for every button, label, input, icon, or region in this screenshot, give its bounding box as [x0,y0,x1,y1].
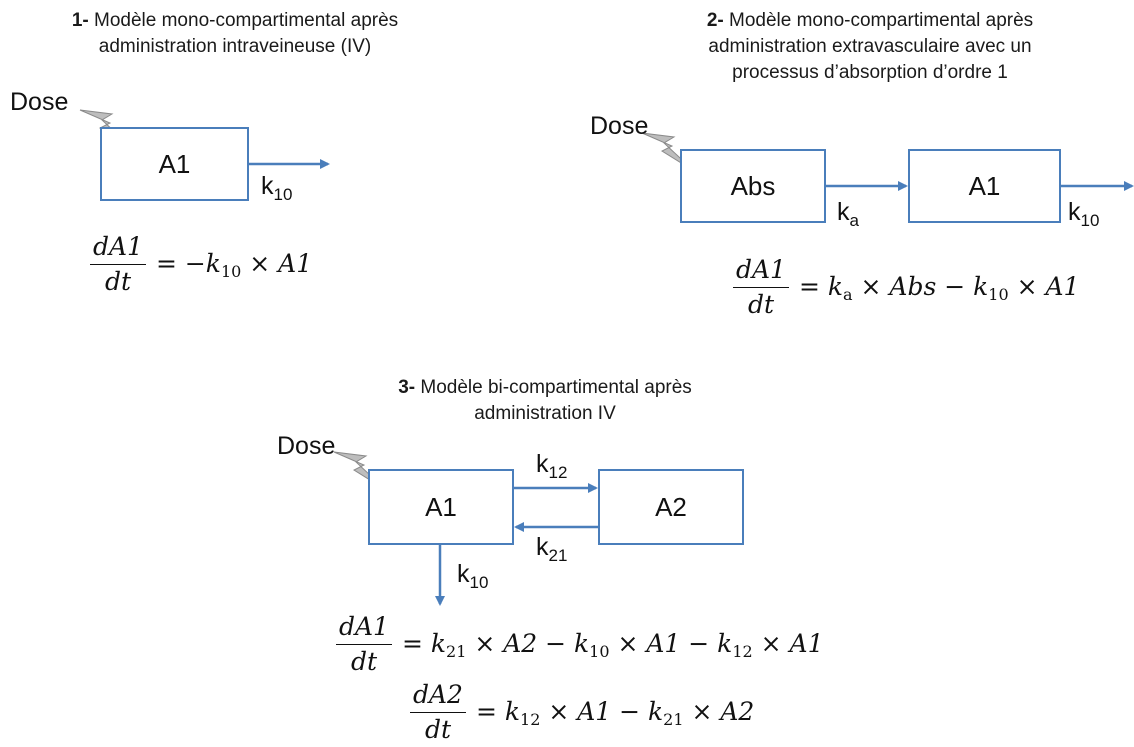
panel3-equation2: dA2 dt = k12 × A1 − k21 × A2 [410,680,754,745]
equation-fraction: dA1 dt [336,612,392,677]
dose-label: Dose [590,112,649,140]
dose-label: Dose [277,432,336,460]
panel1-title-number: 1- [71,10,89,31]
panel2-equation: dA1 dt = ka × Abs − k10 × A1 [733,255,1079,320]
compartment-abs: Abs [680,149,826,223]
compartment-a1: A1 [100,127,249,201]
panel2-title-line2: administration extravasculaire avec un [708,36,1032,57]
compartment-a2: A2 [598,469,744,545]
rate-k10: k10 [457,560,489,592]
rate-k12: k12 [536,450,568,482]
compartment-a1: A1 [908,149,1061,223]
equation-fraction: dA2 dt [410,680,466,745]
rate-k10: k10 [261,172,293,204]
panel2-title-line3: processus d’absorption d’ordre 1 [732,62,1008,83]
rate-ka: ka [837,198,859,230]
panel2-title-number: 2- [706,10,724,31]
panel3-title: 3- Modèle bi-compartimental après admini… [320,375,770,427]
panel3-title-line1: Modèle bi-compartimental après [415,377,692,398]
equation-rhs: = k12 × A1 − k21 × A2 [475,696,755,729]
equation-rhs: = −k10 × A1 [155,248,313,281]
equation-rhs: = k21 × A2 − k10 × A1 − k12 × A1 [401,628,824,661]
panel2-title: 2- Modèle mono-compartimental après admi… [620,8,1120,86]
panel3-equation1: dA1 dt = k21 × A2 − k10 × A1 − k12 × A1 [336,612,824,677]
panel3-title-line2: administration IV [474,403,616,424]
equation-fraction: dA1 dt [733,255,789,320]
dose-label: Dose [10,88,69,116]
compartment-a1: A1 [368,469,514,545]
equation-rhs: = ka × Abs − k10 × A1 [798,271,1080,304]
panel1-title: 1- Modèle mono-compartimental après admi… [0,8,470,60]
panel1-equation: dA1 dt = −k10 × A1 [90,232,312,297]
rate-k21: k21 [536,533,568,565]
panel1-title-line2: administration intraveineuse (IV) [98,36,372,57]
panel2-title-line1: Modèle mono-compartimental après [723,10,1034,31]
rate-k10: k10 [1068,198,1100,230]
panel3-title-number: 3- [398,377,416,398]
panel1-title-line1: Modèle mono-compartimental après [88,10,399,31]
equation-fraction: dA1 dt [90,232,146,297]
